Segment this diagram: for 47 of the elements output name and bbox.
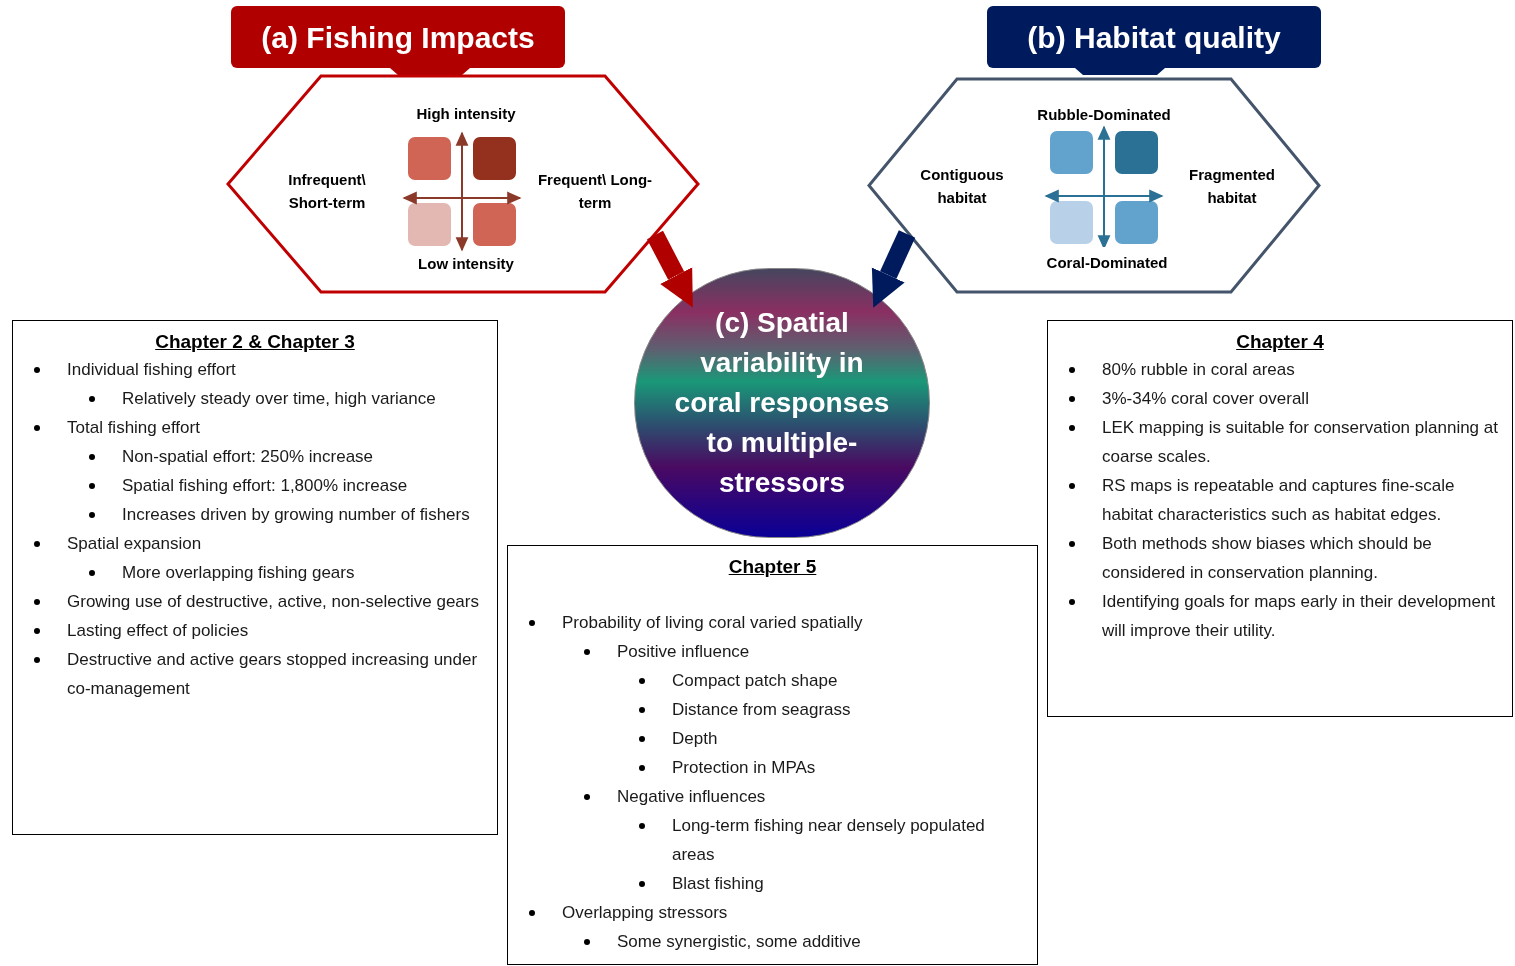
list-item: Relatively steady over time, high variance (122, 388, 436, 410)
list-item: Spatial expansion (67, 533, 202, 555)
list-item: Increases driven by growing number of fishers (122, 504, 470, 526)
hexagon-panel (226, 74, 700, 294)
axis-label: Contiguous habitat (919, 165, 1005, 208)
list-item: Non-spatial effort: 250% increase (122, 446, 374, 468)
list-item: Total fishing effort (67, 417, 200, 439)
axis-label: Fragmented habitat (1188, 165, 1276, 208)
chapter-panel (1047, 320, 1513, 717)
list-item: Long-term fishing near densely populated areas (672, 815, 986, 866)
list-item: LEK mapping is suitable for conservation planning at coarse scales. (1102, 417, 1499, 468)
list-item: Individual fishing effort (67, 359, 236, 381)
list-item: More overlapping fishing gears (122, 562, 355, 584)
flow-arrow (647, 230, 693, 308)
list-item: Both methods show biases which should be considered in conservation planning. (1102, 533, 1433, 584)
chapter-heading: Chapter 5 (728, 555, 817, 579)
chapter-heading: Chapter 2 & Chapter 3 (155, 330, 355, 354)
chapter-heading: Chapter 4 (1236, 330, 1324, 354)
list-item: Positive influence (617, 641, 750, 663)
list-item: Blast fishing (672, 873, 764, 895)
list-item: Probability of living coral varied spatially (562, 612, 863, 634)
list-item: Destructive and active gears stopped increasing under co-management (67, 649, 479, 700)
list-item: Identifying goals for maps early in their development will improve their utility. (1102, 591, 1497, 642)
axis-label: Frequent\ Long-term (536, 170, 654, 213)
axis-label: High intensity (416, 103, 516, 124)
list-item: Spatial fishing effort: 1,800% increase (122, 475, 408, 497)
list-item: Overlapping stressors (562, 902, 728, 924)
axis-label: Infrequent\ Short-term (287, 170, 367, 213)
chapter-panel (507, 545, 1038, 965)
list-item: RS maps is repeatable and captures fine-scale habitat characteristics such as habitat edges. (1102, 475, 1456, 526)
focus-title: (c) Spatial variability in coral responses to multiple-stressors (673, 306, 891, 500)
list-item: Some synergistic, some additive (617, 931, 861, 953)
axis-label: Low intensity (418, 253, 514, 274)
axis-label: Coral-Dominated (1046, 252, 1168, 273)
flow-arrow (871, 230, 916, 308)
list-item: 80% rubble in coral areas (1102, 359, 1295, 381)
hexagon-panel (867, 77, 1321, 294)
chapter-panel (12, 320, 498, 835)
list-item: 3%-34% coral cover overall (1102, 388, 1309, 410)
list-item: Compact patch shape (672, 670, 838, 692)
list-item: Negative influences (617, 786, 766, 808)
list-item: Growing use of destructive, active, non-selective gears (67, 591, 479, 613)
list-item: Distance from seagrass (672, 699, 851, 721)
list-item: Lasting effect of policies (67, 620, 249, 642)
list-item: Protection in MPAs (672, 757, 816, 779)
axis-label: Rubble-Dominated (1037, 104, 1171, 125)
list-item: Depth (672, 728, 718, 750)
